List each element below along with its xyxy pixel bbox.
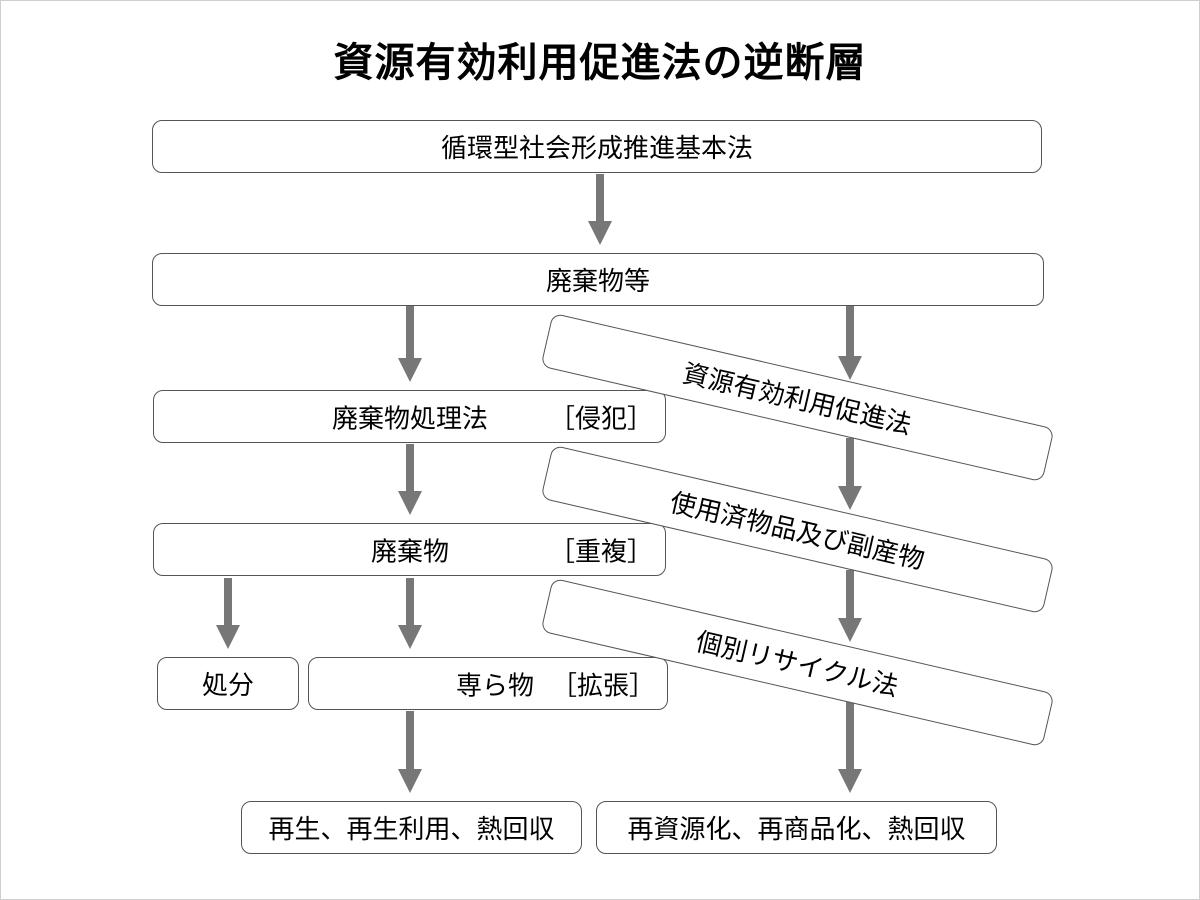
waste-label: 廃棄物: [370, 537, 450, 567]
result-right-label: 再資源化、再商品化、熱回収: [627, 815, 966, 845]
result-left-label: 再生、再生利用、熱回収: [268, 815, 555, 845]
waste-disposal-law-label: 廃棄物処理法: [331, 404, 489, 434]
waste-tag: ［重複］: [548, 537, 653, 567]
basic-law-box: 循環型社会形成推進基本法: [152, 120, 1042, 173]
page-title: 資源有効利用促進法の逆断層: [333, 40, 867, 86]
disposal-label: 処分: [201, 671, 254, 701]
exclusive-items-label: 専ら物: [455, 671, 535, 701]
basic-law-label: 循環型社会形成推進基本法: [440, 134, 753, 164]
waste-etc-box: 廃棄物等: [152, 253, 1044, 306]
result-right-box: 再資源化、再商品化、熱回収: [596, 801, 997, 854]
result-left-box: 再生、再生利用、熱回収: [241, 801, 582, 854]
waste-disposal-law-tag: ［侵犯］: [548, 404, 653, 434]
waste-box: 廃棄物 ［重複］: [153, 523, 666, 576]
exclusive-items-box: 専ら物 ［拡張］: [308, 657, 668, 710]
disposal-box: 処分: [157, 657, 299, 710]
exclusive-items-tag: ［拡張］: [550, 671, 655, 701]
waste-etc-label: 廃棄物等: [545, 267, 650, 297]
waste-disposal-law-box: 廃棄物処理法 ［侵犯］: [153, 390, 666, 443]
